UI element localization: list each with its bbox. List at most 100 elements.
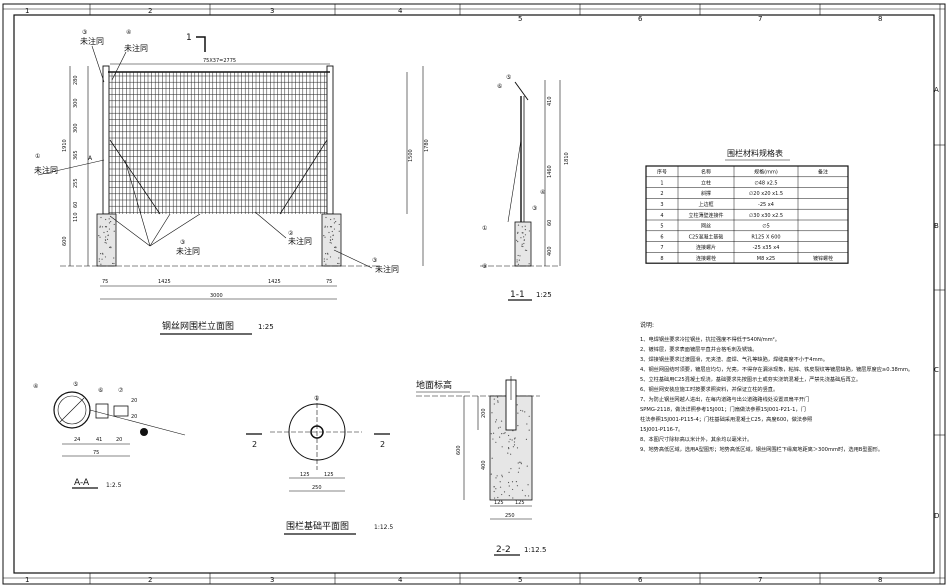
concrete-speckle [525,438,528,440]
concrete-speckle [517,462,519,464]
spec-table-cell: 7 [660,245,663,251]
concrete-speckle [101,226,104,228]
concrete-speckle [98,260,100,262]
concrete-speckle [503,432,505,435]
plan-dim-125b: 125 [324,472,334,478]
concrete-speckle [493,497,496,499]
dim-365: 365 [73,150,79,160]
bottom-col-8: 8 [878,576,882,584]
callout-2: ② [288,230,294,237]
dim-b1425a: 1425 [158,279,171,285]
concrete-speckle [499,481,501,483]
dim-b1425b: 1425 [268,279,281,285]
concrete-speckle [330,218,332,221]
concrete-speckle [492,432,495,434]
concrete-speckle [516,447,519,449]
callout-3c: ③ [372,257,377,264]
dim-b75a: 75 [102,279,108,285]
concrete-speckle [511,481,514,483]
section-mark-1: 1 [186,33,192,43]
section-2-2: 地面标高 200 600 400 125 125 250 2-2 1:12.5 [416,376,546,556]
concrete-speckle [108,218,110,220]
s11-callout-4: ④ [540,189,545,196]
concrete-speckle [521,489,524,491]
note-5: 5、立柱基础用C25混凝土现浇，基础要求先按图示土或夯实浇筑混凝土，严禁先浇基础… [640,375,861,383]
concrete-speckle [495,419,498,421]
concrete-speckle [501,476,503,478]
concrete-speckle [527,484,529,486]
top-col-3: 3 [270,7,274,15]
concrete-speckle [492,438,494,440]
spec-table-cell: R125 X 600 [751,234,780,240]
aa-dim-41: 41 [96,437,102,443]
dim-110: 110 [73,212,79,222]
concrete-speckle [325,263,327,265]
concrete-speckle [501,474,503,476]
section-a-a: 24 41 20 75 20 20 ④ ⑤ ⑥ ⑦ A-A 1:2.5 [33,381,186,489]
concrete-speckle [507,452,509,454]
concrete-speckle [512,497,514,499]
note-8: 8、本图尺寸除标高以米计外，其余均以毫米计。 [640,435,752,443]
section-1-1: 410 1460 60 400 1810 ⑥ ⑤ ④ ③ ① ⑨ 1-1 1:2… [480,74,570,301]
sheet-frame: 1 2 3 4 5 6 7 8 1 2 3 4 5 6 7 8 A B C D [2,3,946,585]
callout-4: ④ [126,29,131,36]
note-1: 1、电焊钢丝要求冷拉钢丝，抗拉强度不得低于540N/mm²。 [640,335,780,343]
concrete-speckle [493,486,495,488]
spec-table-header: 名称 [701,169,711,176]
concrete-speckle [490,433,492,435]
s11-title: 1-1 [510,290,525,300]
spec-table-cell: 4 [660,213,663,219]
top-col-7: 7 [758,15,762,23]
concrete-speckle [496,475,498,477]
concrete-speckle [516,259,518,261]
concrete-speckle [521,232,524,234]
concrete-speckle [103,231,105,234]
concrete-speckle [105,242,107,244]
note-3: 3、焊接钢丝要求过渡圆滑，无夹渣、虚焊、气孔等缺陷，焊缝高度不小于4mm。 [640,355,828,363]
note-4: 4、钢丝网固结时须要，镀层应均匀，光亮，不得存在漏涂现象，粘锌、铁皮裂纹等镀层缺… [640,365,913,373]
right-row-d: D [934,512,939,520]
concrete-speckle [528,263,530,265]
s22-dim-250: 250 [505,513,515,519]
concrete-speckle [511,439,513,441]
concrete-speckle [521,245,523,247]
aa-dim-24: 24 [74,437,80,443]
concrete-speckle [324,236,326,238]
note-7d: 15J001-P116-7。 [640,427,683,433]
concrete-speckle [524,229,527,231]
concrete-speckle [333,222,336,224]
concrete-speckle [99,225,101,227]
top-col-8: 8 [878,15,882,23]
concrete-speckle [325,253,327,255]
concrete-speckle [514,437,516,439]
bottom-col-7: 7 [758,576,762,584]
concrete-speckle [520,409,522,412]
dim-1500: 1500 [408,149,414,162]
concrete-speckle [105,236,107,238]
concrete-speckle [510,453,512,455]
spec-table-cell: ∅48 x2.5 [754,180,777,186]
aa-callout-5: ⑤ [73,381,78,388]
ground-level-label: 地面标高 [416,379,452,391]
spec-table-cell: M8 x25 [757,256,775,262]
aa-callout-4: ④ [33,383,38,390]
concrete-speckle [323,235,325,237]
concrete-speckle [326,258,328,260]
concrete-speckle [493,403,495,405]
spec-table-cell: 镀锌螺栓 [813,255,833,262]
s22-dim-125b: 125 [515,500,525,506]
spec-table-cell: -25 x4 [758,202,774,208]
concrete-speckle [508,471,510,473]
concrete-speckle [509,438,511,440]
dim-b75b: 75 [326,279,332,285]
concrete-speckle [106,230,108,233]
spec-table-title: 围栏材料规格表 [727,148,783,158]
s11-callout-6: ⑥ [497,83,502,90]
concrete-speckle [517,263,519,265]
concrete-speckle [491,457,493,459]
concrete-speckle [517,425,519,427]
concrete-speckle [501,433,503,435]
concrete-speckle [99,226,101,228]
callout-3a: ③ [82,29,87,36]
